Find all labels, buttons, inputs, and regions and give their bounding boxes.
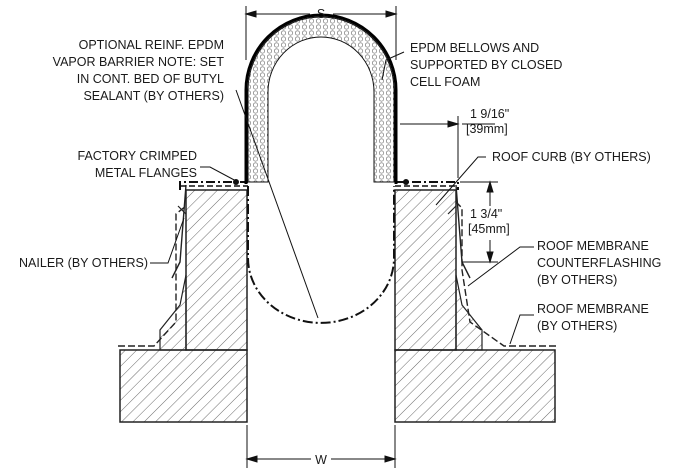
dimension-w — [245, 425, 397, 468]
svg-text:(BY OTHERS): (BY OTHERS) — [537, 319, 617, 333]
counterflashing-left — [171, 184, 187, 279]
svg-text:(BY OTHERS): (BY OTHERS) — [537, 273, 617, 287]
svg-text:SUPPORTED BY CLOSED: SUPPORTED BY CLOSED — [410, 58, 562, 72]
svg-text:CELL FOAM: CELL FOAM — [410, 75, 480, 89]
metal-flange-left — [179, 181, 248, 190]
dim-flange-line1: 1 9/16" — [470, 107, 509, 121]
metal-flange-right — [395, 181, 459, 190]
dimension-s — [244, 6, 398, 60]
right-roof-curb — [394, 189, 457, 351]
svg-text:COUNTERFLASHING: COUNTERFLASHING — [537, 256, 661, 270]
dim-flange-line2: [39mm] — [466, 122, 508, 136]
vapor-barrier-loop — [247, 186, 395, 324]
epdm-bellows-foam — [247, 16, 395, 183]
left-slab — [119, 349, 248, 423]
svg-text:SEALANT (BY OTHERS): SEALANT (BY OTHERS) — [83, 89, 224, 103]
label-counterflashing: ROOF MEMBRANE COUNTERFLASHING (BY OTHERS… — [537, 239, 661, 287]
roof-membrane-left — [118, 205, 187, 347]
epdm-bellows-outline — [244, 13, 398, 184]
label-roof-curb: ROOF CURB (BY OTHERS) — [492, 150, 651, 164]
label-bellows: EPDM BELLOWS AND SUPPORTED BY CLOSED CEL… — [410, 41, 562, 89]
svg-text:METAL FLANGES: METAL FLANGES — [95, 166, 197, 180]
fastener-right — [403, 179, 409, 185]
left-cant — [159, 274, 187, 351]
label-nailer: NAILER (BY OTHERS) — [19, 256, 148, 270]
dimension-flange-width — [400, 116, 495, 178]
svg-text:IN CONT. BED OF BUTYL: IN CONT. BED OF BUTYL — [77, 72, 224, 86]
svg-text:ROOF MEMBRANE: ROOF MEMBRANE — [537, 302, 649, 316]
svg-text:FACTORY CRIMPED: FACTORY CRIMPED — [78, 149, 197, 163]
roof-membrane-right — [455, 201, 556, 347]
dimension-curb-height — [460, 180, 498, 264]
svg-text:OPTIONAL REINF. EPDM: OPTIONAL REINF. EPDM — [79, 38, 224, 52]
right-slab — [394, 349, 556, 423]
label-flanges: FACTORY CRIMPED METAL FLANGES — [78, 149, 197, 180]
label-vapor-barrier: OPTIONAL REINF. EPDM VAPOR BARRIER NOTE:… — [53, 38, 225, 103]
left-roof-curb — [185, 189, 248, 351]
label-membrane: ROOF MEMBRANE (BY OTHERS) — [537, 302, 649, 333]
svg-text:ROOF MEMBRANE: ROOF MEMBRANE — [537, 239, 649, 253]
right-cant — [455, 274, 483, 351]
svg-text:VAPOR BARRIER NOTE: SET: VAPOR BARRIER NOTE: SET — [53, 55, 225, 69]
svg-text:EPDM BELLOWS AND: EPDM BELLOWS AND — [410, 41, 539, 55]
leader-lines — [150, 51, 534, 345]
dim-s-label: S — [317, 7, 325, 21]
dim-curb-line1: 1 3/4" — [470, 207, 502, 221]
dim-curb-line2: [45mm] — [468, 222, 510, 236]
dim-w-label: W — [315, 453, 327, 467]
